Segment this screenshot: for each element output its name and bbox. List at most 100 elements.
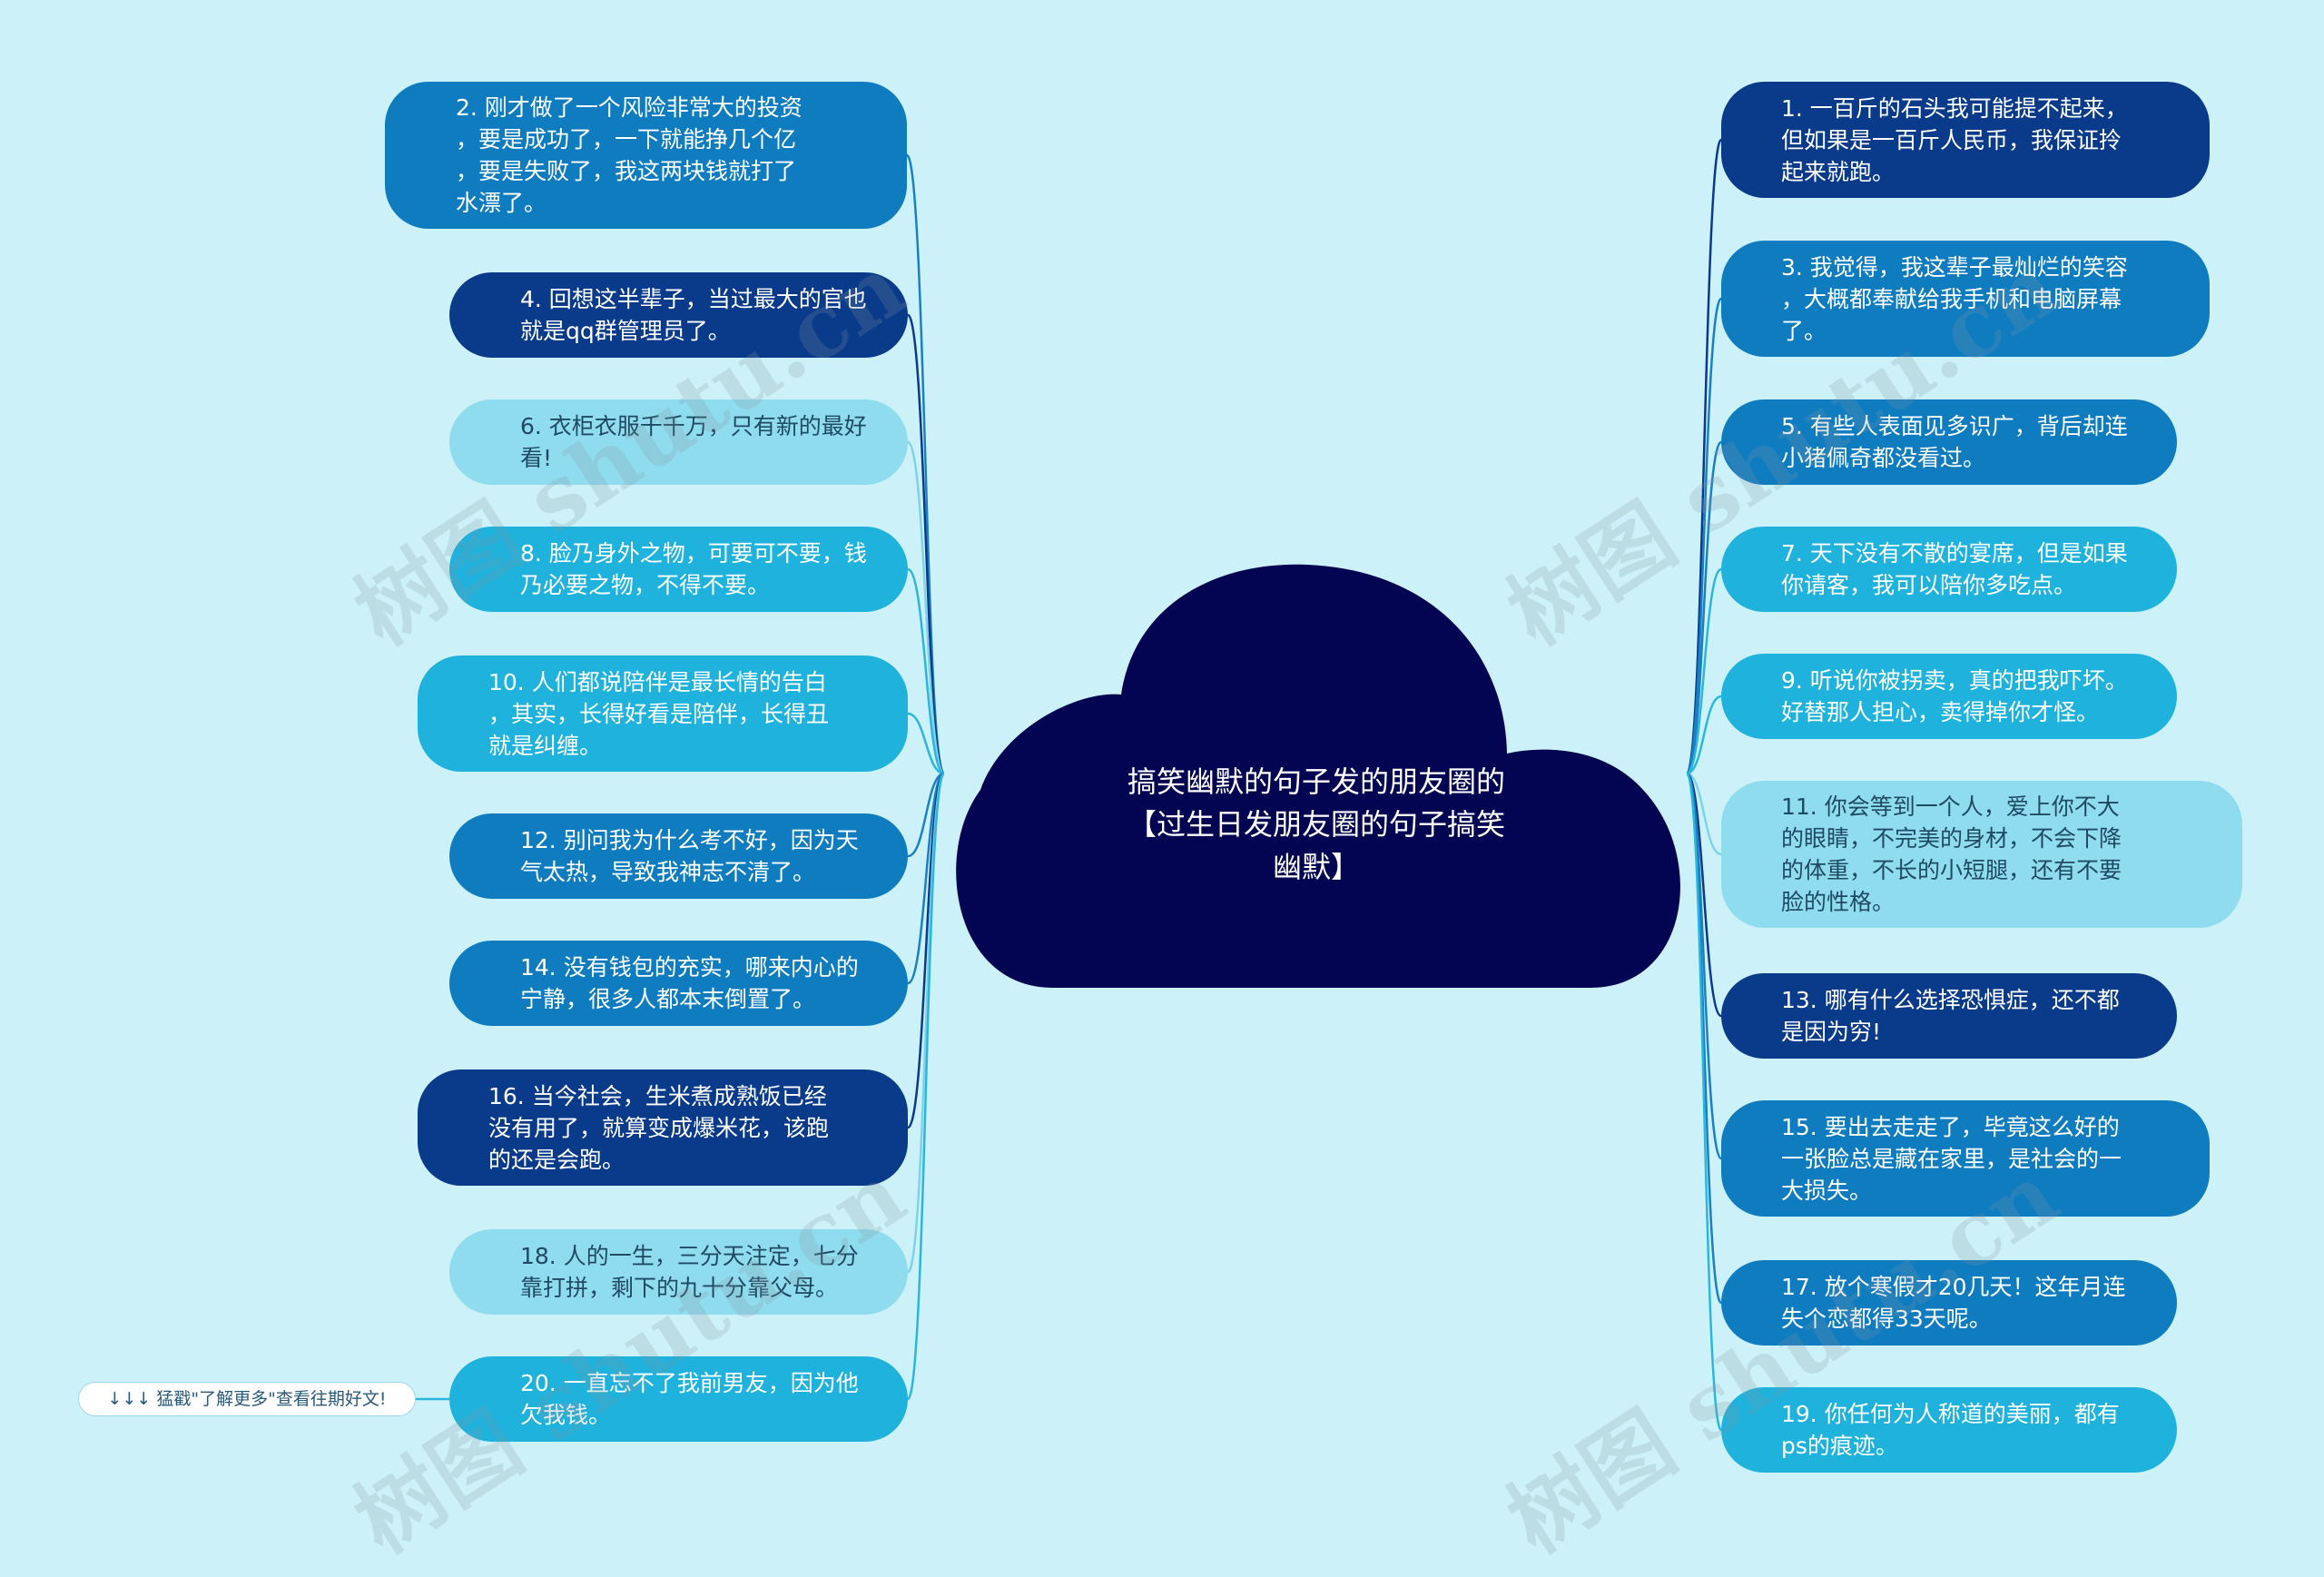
node-text-line: 一张脸总是藏在家里，是社会的一 [1781,1145,2122,1172]
left-branch-node[interactable]: 14. 没有钱包的充实，哪来内心的宁静，很多人都本末倒置了。 [449,941,908,1026]
node-text-line: 9. 听说你被拐卖，真的把我吓坏。 [1781,667,2128,694]
left-connector [906,440,946,775]
node-text-line: 宁静，很多人都本末倒置了。 [520,986,816,1012]
node-text-line: 14. 没有钱包的充实，哪来内心的 [520,954,859,981]
node-text: 17. 放个寒假才20几天！这年月连失个恋都得33天呢。 [1721,1271,2162,1335]
left-branch-node[interactable]: 12. 别问我为什么考不好，因为天气太热，导致我神志不清了。 [449,813,908,899]
node-text-line: 19. 你任何为人称道的美丽，都有 [1781,1401,2120,1427]
right-branch-node[interactable]: 15. 要出去走走了，毕竟这么好的一张脸总是藏在家里，是社会的一大损失。 [1721,1100,2210,1217]
right-branch-node[interactable]: 17. 放个寒假才20几天！这年月连失个恋都得33天呢。 [1721,1260,2177,1345]
left-connector [907,772,945,985]
node-text: 5. 有些人表面见多识广，背后却连小猪佩奇都没看过。 [1721,410,2164,474]
node-text: 8. 脸乃身外之物，可要可不要，钱乃必要之物，不得不要。 [449,537,898,601]
right-branch-node[interactable]: 5. 有些人表面见多识广，背后却连小猪佩奇都没看过。 [1721,399,2177,485]
left-branch-node[interactable]: 2. 刚才做了一个风险非常大的投资，要是成功了，一下就能挣几个亿，要是失败了，我… [385,82,907,229]
left-connector [905,153,946,775]
node-text-line: ，要是失败了，我这两块钱就打了 [456,158,797,184]
right-connector [1685,772,1723,1018]
node-text: 12. 别问我为什么考不好，因为天气太热，导致我神志不清了。 [449,824,890,888]
node-text-line: ，其实，长得好看是陪伴，长得丑 [488,700,830,727]
right-connector [1685,440,1723,775]
node-text: 18. 人的一生，三分天注定，七分靠打拼，剩下的九十分靠父母。 [449,1240,890,1304]
left-branch-node[interactable]: 8. 脸乃身外之物，可要可不要，钱乃必要之物，不得不要。 [449,527,908,612]
node-text-line: ，大概都奉献给我手机和电脑屏幕 [1781,285,2122,312]
node-text-line: 6. 衣柜衣服千千万，只有新的最好 [520,413,867,439]
right-connector [1686,695,1722,775]
right-connector [1685,772,1723,1432]
node-text-line: 18. 人的一生，三分天注定，七分 [520,1243,859,1269]
node-text-line: 了。 [1781,317,1827,344]
right-branch-node[interactable]: 1. 一百斤的石头我可能提不起来， 但如果是一百斤人民币，我保证拎起来就跑。 [1721,82,2210,198]
right-connector [1686,772,1722,856]
node-text-line: 1. 一百斤的石头我可能提不起来， [1781,94,2128,122]
node-text: 3. 我觉得，我这辈子最灿烂的笑容，大概都奉献给我手机和电脑屏幕了。 [1721,251,2164,347]
node-text-line: 7. 天下没有不散的宴席，但是如果 [1781,540,2128,567]
node-text-line: 的体重，不长的小短腿，还有不要 [1781,857,2122,883]
node-text-line: 16. 当今社会，生米煮成熟饭已经 [488,1082,827,1109]
right-branch-node[interactable]: 13. 哪有什么选择恐惧症，还不都是因为穷! [1721,973,2177,1059]
node-text-line: 5. 有些人表面见多识广，背后却连 [1781,413,2128,439]
node-text-line: 但如果是一百斤人民币，我保证拎 [1781,126,2122,153]
left-branch-node[interactable]: 10. 人们都说陪伴是最长情的告白 ，其实，长得好看是陪伴，长得丑就是纠缠。 [418,655,908,772]
node-text: 9. 听说你被拐卖，真的把我吓坏。好替那人担心，卖得掉你才怪。 [1721,665,2164,728]
node-text-line: 失个恋都得33天呢。 [1781,1306,1992,1332]
left-connector [906,772,946,1274]
left-branch-node[interactable]: 18. 人的一生，三分天注定，七分靠打拼，剩下的九十分靠父母。 [449,1229,908,1315]
node-text-line: 的还是会跑。 [488,1146,625,1173]
node-text-line: 13. 哪有什么选择恐惧症，还不都 [1781,987,2120,1013]
node-text-line: 乃必要之物，不得不要。 [520,572,771,598]
node-text-line: 就是qq群管理员了。 [520,318,731,344]
node-text-line: 是因为穷! [1781,1019,1882,1045]
left-branch-node[interactable]: 20. 一直忘不了我前男友，因为他欠我钱。 [449,1356,908,1442]
node-text: 1. 一百斤的石头我可能提不起来， 但如果是一百斤人民币，我保证拎起来就跑。 [1721,93,2164,188]
node-text-line: 大损失。 [1781,1177,1873,1204]
node-text-line: 15. 要出去走走了，毕竟这么好的 [1781,1113,2120,1140]
node-text: 20. 一直忘不了我前男友，因为他欠我钱。 [449,1367,890,1431]
node-text-line: 20. 一直忘不了我前男友，因为他 [520,1370,859,1396]
connector-lines [416,138,1723,1432]
left-connector [907,712,945,775]
more-link-note[interactable]: ↓↓↓ 猛戳"了解更多"查看往期好文! [78,1382,416,1416]
node-text-line: 水漂了。 [456,190,547,216]
node-text-line: 17. 放个寒假才20几天！这年月连 [1781,1274,2126,1300]
node-text: 14. 没有钱包的充实，哪来内心的宁静，很多人都本末倒置了。 [449,951,890,1015]
node-text-line: 的眼睛，不完美的身材，不会下降 [1781,825,2122,852]
node-text-line: 你请客，我可以陪你多吃点。 [1781,572,2077,598]
right-branch-node[interactable]: 7. 天下没有不散的宴席，但是如果你请客，我可以陪你多吃点。 [1721,527,2177,612]
node-text-line: 就是纠缠。 [488,732,603,759]
node-text: 6. 衣柜衣服千千万，只有新的最好看! [449,410,898,474]
left-branch-node[interactable]: 4. 回想这半辈子，当过最大的官也就是qq群管理员了。 [449,272,908,358]
right-branch-node[interactable]: 19. 你任何为人称道的美丽，都有 ps的痕迹。 [1721,1387,2177,1473]
left-connector [906,313,946,775]
node-text-line: 11. 你会等到一个人，爱上你不大 [1781,793,2120,820]
node-text-line: 4. 回想这半辈子，当过最大的官也 [520,286,867,312]
node-text-line: 欠我钱。 [520,1402,612,1428]
left-connector [907,567,945,775]
node-text: 11. 你会等到一个人，爱上你不大的眼睛，不完美的身材，不会下降的体重，不长的小… [1721,791,2158,918]
left-branch-node[interactable]: 6. 衣柜衣服千千万，只有新的最好看! [449,399,908,485]
node-text: 19. 你任何为人称道的美丽，都有 ps的痕迹。 [1721,1398,2156,1462]
node-text-line: 12. 别问我为什么考不好，因为天 [520,827,859,853]
node-text-line: 起来就跑。 [1781,158,1896,185]
node-text-line: 看! [520,445,553,471]
left-connector [906,772,946,1401]
right-branch-node[interactable]: 3. 我觉得，我这辈子最灿烂的笑容，大概都奉献给我手机和电脑屏幕了。 [1721,241,2210,357]
node-text: 2. 刚才做了一个风险非常大的投资，要是成功了，一下就能挣几个亿，要是失败了，我… [385,92,833,219]
right-branch-node[interactable]: 9. 听说你被拐卖，真的把我吓坏。好替那人担心，卖得掉你才怪。 [1721,654,2177,739]
node-text: 16. 当今社会，生米煮成熟饭已经没有用了，就算变成爆米花，该跑的还是会跑。 [418,1080,860,1176]
left-connector [907,772,945,858]
node-text: 7. 天下没有不散的宴席，但是如果你请客，我可以陪你多吃点。 [1721,537,2164,601]
node-text-line: 小猪佩奇都没看过。 [1781,445,1986,471]
left-branch-node[interactable]: 16. 当今社会，生米煮成熟饭已经没有用了，就算变成爆米花，该跑的还是会跑。 [418,1069,908,1186]
node-text: 4. 回想这半辈子，当过最大的官也就是qq群管理员了。 [449,283,898,347]
center-cloud [956,564,1680,988]
node-text-line: 10. 人们都说陪伴是最长情的告白 [488,668,827,695]
right-connector [1685,297,1723,775]
node-text-line: ps的痕迹。 [1781,1433,1898,1459]
node-text-line: 2. 刚才做了一个风险非常大的投资 [456,94,803,121]
node-text-line: 好替那人担心，卖得掉你才怪。 [1781,699,2100,725]
right-branch-node[interactable]: 11. 你会等到一个人，爱上你不大的眼睛，不完美的身材，不会下降的体重，不长的小… [1721,781,2242,928]
node-text-line: 气太热，导致我神志不清了。 [520,859,816,885]
node-text-line: 没有用了，就算变成爆米花，该跑 [488,1114,830,1141]
